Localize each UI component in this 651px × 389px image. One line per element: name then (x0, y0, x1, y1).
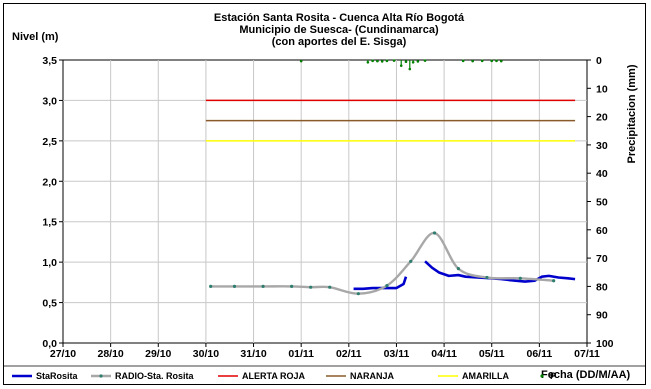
x-tick-label: 06/11 (527, 348, 553, 360)
precip-point (399, 64, 403, 67)
series-radio-sta-rosita-point (518, 276, 522, 280)
y2-tick-label: 90 (596, 310, 608, 322)
legend-item: NARANJA (326, 371, 395, 381)
series-radio-sta-rosita-point (456, 267, 460, 271)
y2-axis-label: Precipitacion (mm) (626, 64, 638, 163)
y-tick-label: 0,0 (42, 338, 57, 350)
plot-area (62, 59, 588, 344)
legend-swatch-marker (99, 374, 103, 378)
precip-point (495, 59, 498, 63)
series-radio-sta-rosita-point (261, 284, 265, 288)
precip-point (480, 59, 484, 63)
y-tick-label: 3,0 (42, 95, 57, 107)
series-radio-sta-rosita-point (309, 285, 313, 289)
series-radio-sta-rosita-point (485, 275, 489, 280)
y-tick-label: 2,0 (42, 176, 57, 188)
x-axis-ticks: 27/10 28/10 29/10 30/10 31/10 01/11 02/11 03/11… (50, 343, 600, 360)
x-tick-label: 28/10 (97, 348, 123, 360)
y-tick-label: 2,5 (42, 136, 57, 148)
precip-point (471, 59, 474, 63)
x-tick-label: 03/11 (384, 348, 410, 360)
legend-label: P (550, 371, 556, 381)
series-radio-sta-rosita-point (328, 285, 332, 289)
legend-label: NARANJA (350, 371, 395, 381)
x-tick-label: 30/10 (193, 348, 219, 360)
legend-label: ALERTA ROJA (242, 371, 306, 381)
precip-point (404, 60, 408, 63)
precip-point (392, 59, 396, 62)
legend-label: StaRosita (36, 371, 79, 381)
series-radio-sta-rosita-point (385, 283, 389, 288)
precip-point (416, 60, 420, 63)
y2-tick-label: 50 (596, 197, 608, 209)
series-radio-sta-rosita-point (409, 259, 413, 263)
series-radio-sta-rosita-point (552, 279, 556, 283)
precip-point (371, 59, 374, 63)
chart: Estación Santa Rosita - Cuenca Alta Río … (4, 12, 645, 381)
precip-point (408, 67, 412, 71)
y-tick-label: 0,5 (42, 298, 57, 310)
x-axis-label: Fecha (DD/M/AA) (541, 369, 631, 381)
x-tick-label: 04/11 (431, 348, 457, 360)
legend-item: RADIO-Sta. Rosita (91, 371, 195, 381)
y-tick-label: 1,5 (42, 217, 57, 229)
legend-label: RADIO-Sta. Rosita (115, 371, 195, 381)
y2-tick-label: 40 (596, 168, 608, 180)
legend-swatch (540, 374, 544, 378)
x-tick-label: 02/11 (336, 348, 362, 360)
y2-tick-label: 70 (596, 253, 608, 265)
series-radio-sta-rosita-point (432, 231, 437, 235)
x-tick-label: 27/10 (50, 348, 76, 360)
y2-axis-ticks: 0 10 20 30 40 50 60 70 80 90 100 (587, 55, 614, 350)
y-tick-label: 3,5 (42, 55, 57, 67)
precip-point (461, 59, 465, 63)
y2-tick-label: 10 (596, 83, 608, 95)
series-radio-sta-rosita-point (356, 292, 360, 296)
precip-point (490, 59, 494, 63)
legend-item: P (540, 371, 556, 381)
title-line-1: Estación Santa Rosita - Cuenca Alta Río … (214, 12, 465, 24)
series-radio-sta-rosita-point (209, 284, 213, 288)
legend-label: AMARILLA (462, 371, 509, 381)
title-line-3: (con aportes del E. Sisga) (272, 36, 407, 48)
y2-tick-label: 80 (596, 281, 608, 293)
precip-point (380, 60, 384, 63)
title-line-2: Municipio de Suesca- (Cundinamarca) (239, 24, 439, 36)
x-tick-label: 29/10 (145, 348, 171, 360)
legend-item: StaRosita (12, 371, 79, 381)
legend-item: AMARILLA (438, 371, 509, 381)
precip-point (385, 59, 389, 63)
series-radio-sta-rosita-point (232, 284, 237, 288)
chart-title: Estación Santa Rosita - Cuenca Alta Río … (214, 12, 465, 48)
y2-tick-label: 0 (596, 55, 602, 67)
series-radio-sta-rosita-line (210, 231, 554, 295)
y-tick-label: 1,0 (42, 257, 57, 269)
x-tick-label: 01/11 (288, 348, 314, 360)
y-axis-ticks: 0,0 0,5 1,0 1,5 2,0 2,5 3,0 3,5 (42, 55, 63, 350)
precip-point (411, 60, 415, 64)
y2-tick-label: 20 (596, 112, 608, 124)
series-radio-sta-rosita-point (290, 284, 294, 288)
series-layer (205, 59, 576, 296)
x-tick-label: 05/11 (479, 348, 505, 360)
y2-tick-label: 100 (596, 338, 614, 350)
legend-item: ALERTA ROJA (218, 371, 306, 381)
precip-point (376, 59, 379, 63)
precip-point (299, 59, 303, 63)
precip-point (423, 59, 427, 62)
chart-frame: Estación Santa Rosita - Cuenca Alta Río … (3, 3, 646, 385)
y2-tick-label: 60 (596, 225, 608, 237)
precip-point (366, 60, 370, 64)
series-starosita-line (353, 276, 408, 291)
x-tick-label: 07/11 (574, 348, 600, 360)
precip-point (499, 59, 503, 63)
x-tick-label: 31/10 (240, 348, 266, 360)
y-axis-label: Nivel (m) (12, 31, 59, 43)
y2-tick-label: 30 (596, 140, 608, 152)
legend: StaRosita RADIO-Sta. Rosita ALERTA ROJA NAR… (12, 371, 556, 381)
